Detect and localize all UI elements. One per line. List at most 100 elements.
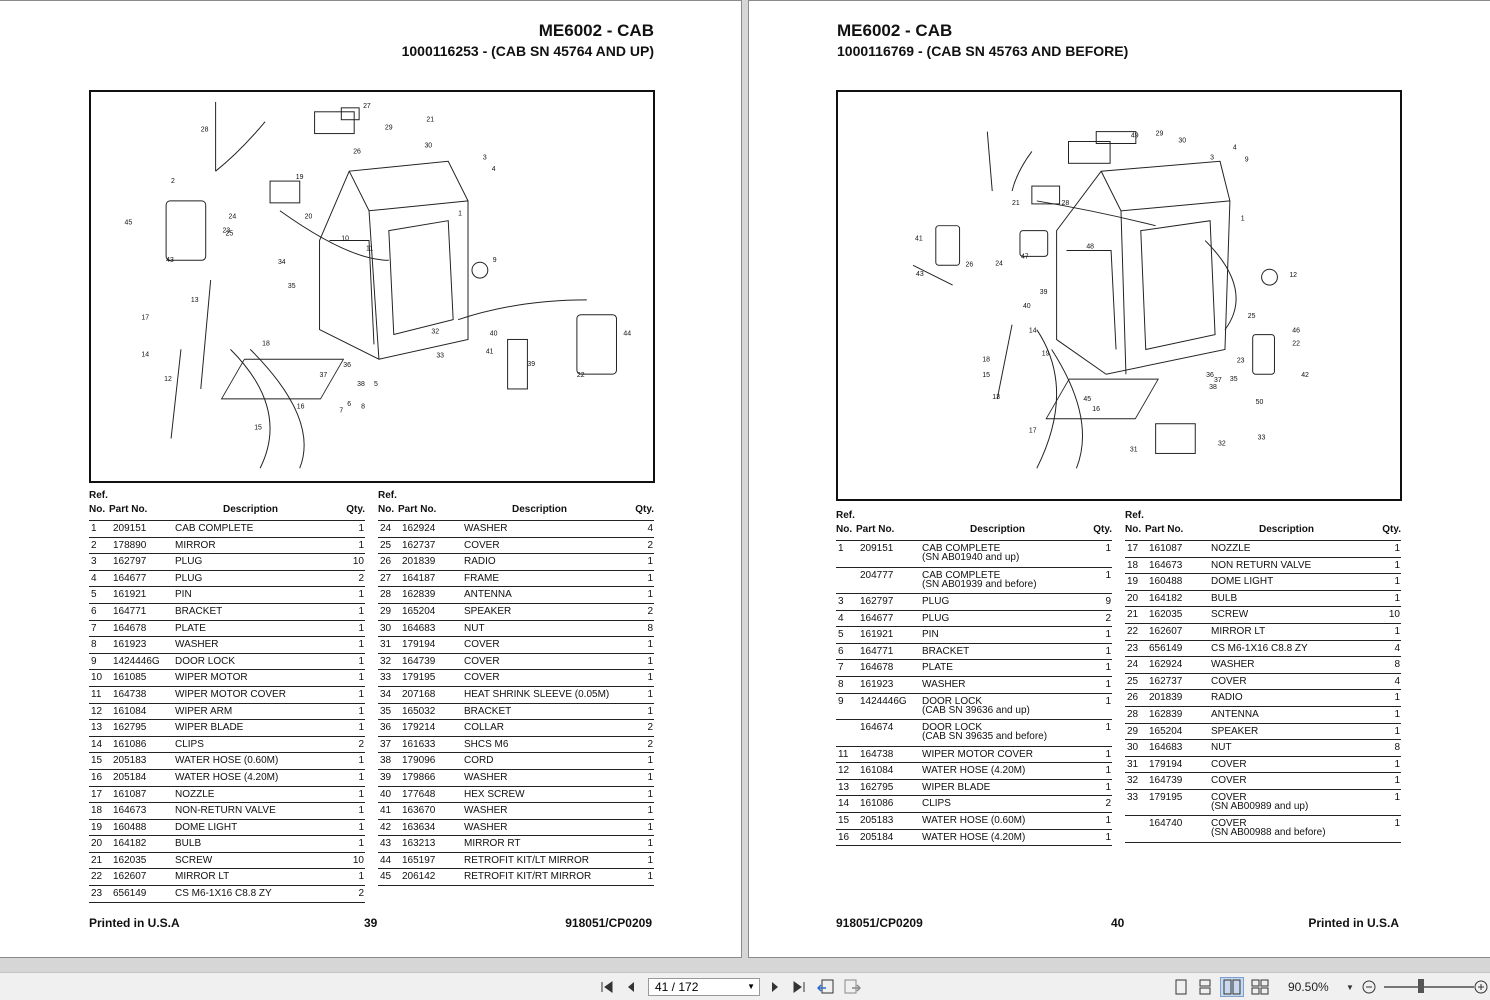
next-page-icon[interactable]	[766, 977, 784, 997]
callout-label: 43	[916, 271, 924, 278]
callout-label: 3	[483, 154, 487, 161]
callout-label: 49	[1131, 133, 1139, 140]
zoom-slider-thumb[interactable]	[1418, 979, 1424, 993]
next-view-icon[interactable]	[842, 977, 862, 997]
footer-right: Printed in U.S.A	[1308, 916, 1399, 930]
zoom-slider[interactable]	[1384, 986, 1474, 988]
callout-label: 10	[341, 235, 349, 242]
page-number-input[interactable]: 41 / 172 ▼	[648, 978, 760, 996]
callout-label: 19	[1042, 350, 1050, 357]
callout-label: 19	[296, 174, 304, 181]
callout-label: 29	[385, 125, 393, 132]
previous-view-icon[interactable]	[816, 977, 836, 997]
callout-label: 41	[486, 348, 494, 355]
last-page-icon[interactable]	[790, 977, 808, 997]
table-header: Ref. No. Part No. Description Qty.	[1125, 510, 1401, 541]
callout-label: 15	[254, 425, 262, 432]
chevron-down-icon[interactable]: ▼	[747, 982, 755, 991]
callout-label: 7	[339, 408, 343, 415]
callout-label: 9	[493, 257, 497, 264]
callout-label: 1	[1241, 216, 1245, 223]
callout-label: 2	[171, 178, 175, 185]
callout-label: 3	[1210, 154, 1214, 161]
callout-label: 35	[1230, 376, 1238, 383]
callout-label: 4	[1233, 144, 1237, 151]
viewer-toolbar: 41 / 172 ▼ 90.50% ▼	[0, 972, 1490, 1000]
zoom-in-icon[interactable]	[1474, 977, 1488, 997]
callout-label: 8	[361, 404, 365, 411]
page-subtitle: 1000116253 - (CAB SN 45764 AND UP)	[401, 43, 654, 59]
callout-label: 13	[992, 394, 1000, 401]
callout-label: 40	[490, 330, 498, 337]
prev-page-icon[interactable]	[622, 977, 640, 997]
callout-label: 38	[357, 381, 365, 388]
callout-label: 32	[431, 329, 439, 336]
zoom-level[interactable]: 90.50%	[1288, 980, 1329, 994]
single-page-icon[interactable]	[1172, 977, 1190, 997]
zoom-out-icon[interactable]	[1360, 977, 1378, 997]
callout-label: 45	[125, 220, 133, 227]
callout-label: 22	[1292, 341, 1300, 348]
callout-label: 23	[1237, 357, 1245, 364]
callout-label: 15	[982, 372, 990, 379]
zoom-dropdown-icon[interactable]: ▼	[1346, 982, 1354, 992]
callout-label: 5	[374, 381, 378, 388]
callout-label: 16	[297, 404, 305, 411]
footer-left: 918051/CP0209	[836, 916, 923, 930]
callout-label: 28	[1062, 200, 1070, 207]
page-number: 40	[1111, 916, 1125, 930]
page-number: 39	[364, 916, 378, 930]
continuous-facing-icon[interactable]	[1250, 977, 1270, 997]
callout-label: 11	[366, 245, 373, 252]
continuous-icon[interactable]	[1196, 977, 1214, 997]
callout-label: 21	[1012, 200, 1020, 207]
first-page-icon[interactable]	[598, 977, 616, 997]
callout-label: 36	[1206, 372, 1214, 379]
facing-icon[interactable]	[1220, 977, 1244, 997]
callout-label: 25	[226, 231, 234, 238]
callout-label: 26	[966, 261, 974, 268]
callout-label: 50	[1256, 399, 1264, 406]
callout-label: 4	[492, 166, 496, 173]
